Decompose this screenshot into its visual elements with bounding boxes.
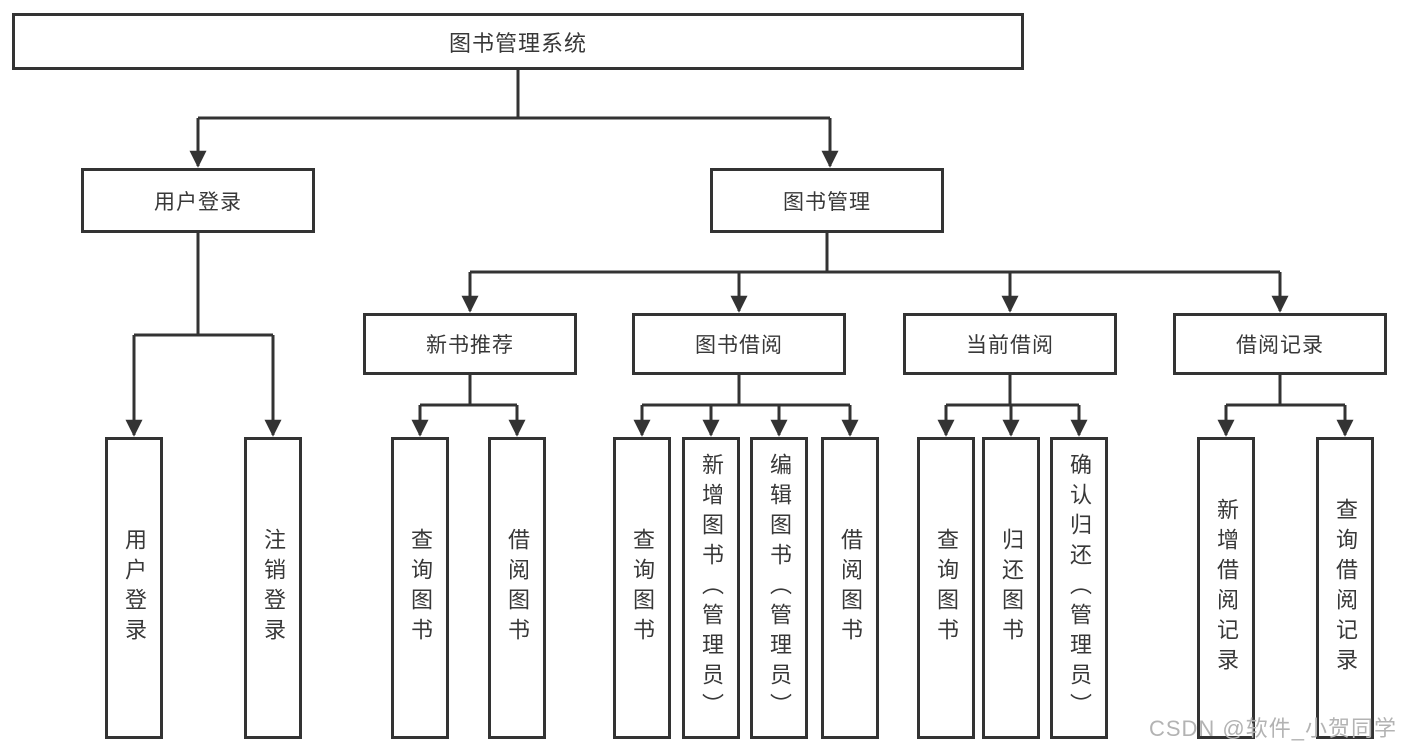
leaf-confirm-return-admin: 确认归还（管理员） xyxy=(1050,437,1108,739)
leaf-query-borrow-record: 查询借阅记录 xyxy=(1316,437,1374,739)
leaf-edit-books-admin: 编辑图书（管理员） xyxy=(750,437,808,739)
leaf-query-books-2: 查询图书 xyxy=(613,437,671,739)
node-root: 图书管理系统 xyxy=(12,13,1024,70)
leaf-user-login: 用户登录 xyxy=(105,437,163,739)
node-user-login: 用户登录 xyxy=(81,168,315,233)
leaf-add-borrow-record: 新增借阅记录 xyxy=(1197,437,1255,739)
leaf-logout: 注销登录 xyxy=(244,437,302,739)
leaf-borrow-books-2: 借阅图书 xyxy=(821,437,879,739)
leaf-query-books-3: 查询图书 xyxy=(917,437,975,739)
leaf-add-books-admin: 新增图书（管理员） xyxy=(682,437,740,739)
node-current-borrow: 当前借阅 xyxy=(903,313,1117,375)
node-book-borrow: 图书借阅 xyxy=(632,313,846,375)
csdn-watermark: CSDN @软件_小贺同学 xyxy=(1148,716,1397,741)
leaf-query-books-1: 查询图书 xyxy=(391,437,449,739)
leaf-return-books: 归还图书 xyxy=(982,437,1040,739)
node-borrow-records: 借阅记录 xyxy=(1173,313,1387,375)
leaf-borrow-books-1: 借阅图书 xyxy=(488,437,546,739)
node-new-book-recommend: 新书推荐 xyxy=(363,313,577,375)
node-book-management: 图书管理 xyxy=(710,168,944,233)
